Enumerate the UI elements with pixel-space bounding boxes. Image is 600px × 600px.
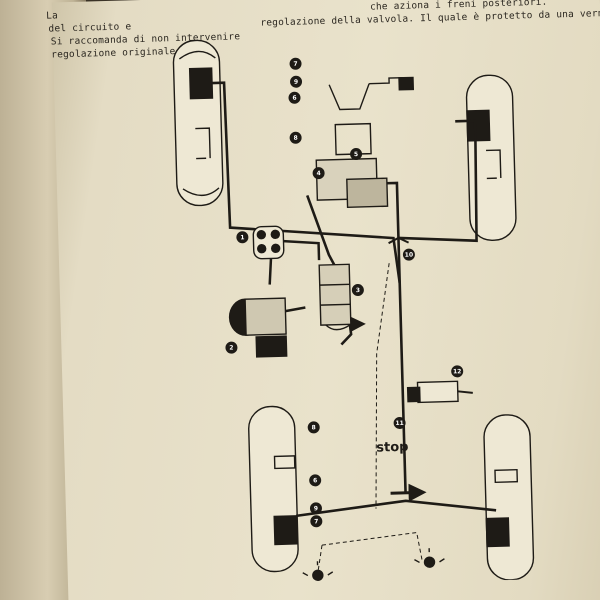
callout-12: 12 — [451, 365, 464, 378]
svg-text:7: 7 — [293, 61, 297, 68]
svg-text:3: 3 — [356, 287, 360, 294]
svg-text:9: 9 — [314, 505, 318, 512]
brake-pedal — [252, 225, 321, 285]
brake-booster — [315, 76, 415, 209]
callout-6-rear: 6 — [309, 474, 322, 487]
callout-8-front: 8 — [289, 131, 302, 144]
svg-text:11: 11 — [395, 420, 404, 427]
callout-9-rear: 9 — [309, 502, 322, 515]
callout-2: 2 — [225, 341, 238, 354]
rear-left-wheel — [248, 405, 299, 573]
svg-text:8: 8 — [312, 424, 316, 431]
vacuum-servo — [318, 263, 366, 332]
svg-text:7: 7 — [314, 518, 318, 525]
stop-label: stop — [376, 440, 409, 456]
text-line-1: La — [45, 10, 59, 22]
svg-text:1: 1 — [240, 234, 244, 241]
brake-pump — [228, 297, 306, 358]
front-right-wheel — [465, 74, 517, 241]
svg-text:6: 6 — [313, 477, 317, 484]
svg-text:10: 10 — [405, 252, 414, 259]
callout-9-front: 9 — [290, 75, 303, 88]
text-line-2: del circuito e — [48, 21, 132, 35]
callout-5: 5 — [350, 148, 363, 161]
front-left-wheel — [172, 39, 224, 207]
svg-text:2: 2 — [229, 345, 233, 352]
callout-8-rear: 8 — [307, 421, 320, 434]
book-page: La che aziona i freni posteriori. del ci… — [46, 0, 600, 600]
callout-10: 10 — [402, 248, 415, 261]
callout-7-rear: 7 — [310, 515, 323, 528]
rear-right-wheel — [483, 414, 535, 581]
svg-text:4: 4 — [316, 170, 320, 177]
brake-circuit-diagram: 1 2 3 4 5 6 7 8 9 10 11 12 8 6 9 7 stop — [172, 39, 535, 581]
callout-4: 4 — [312, 167, 325, 180]
svg-text:5: 5 — [354, 151, 358, 158]
brake-regulator — [406, 380, 473, 404]
stop-lamps — [302, 548, 445, 581]
svg-text:12: 12 — [453, 368, 462, 375]
svg-text:9: 9 — [294, 79, 298, 86]
callout-11: 11 — [393, 416, 406, 429]
callout-6-front: 6 — [288, 91, 301, 104]
svg-text:8: 8 — [293, 135, 297, 142]
callout-3: 3 — [351, 284, 364, 297]
callout-7-front: 7 — [289, 57, 302, 70]
svg-text:6: 6 — [292, 95, 296, 102]
callout-1: 1 — [236, 231, 249, 244]
